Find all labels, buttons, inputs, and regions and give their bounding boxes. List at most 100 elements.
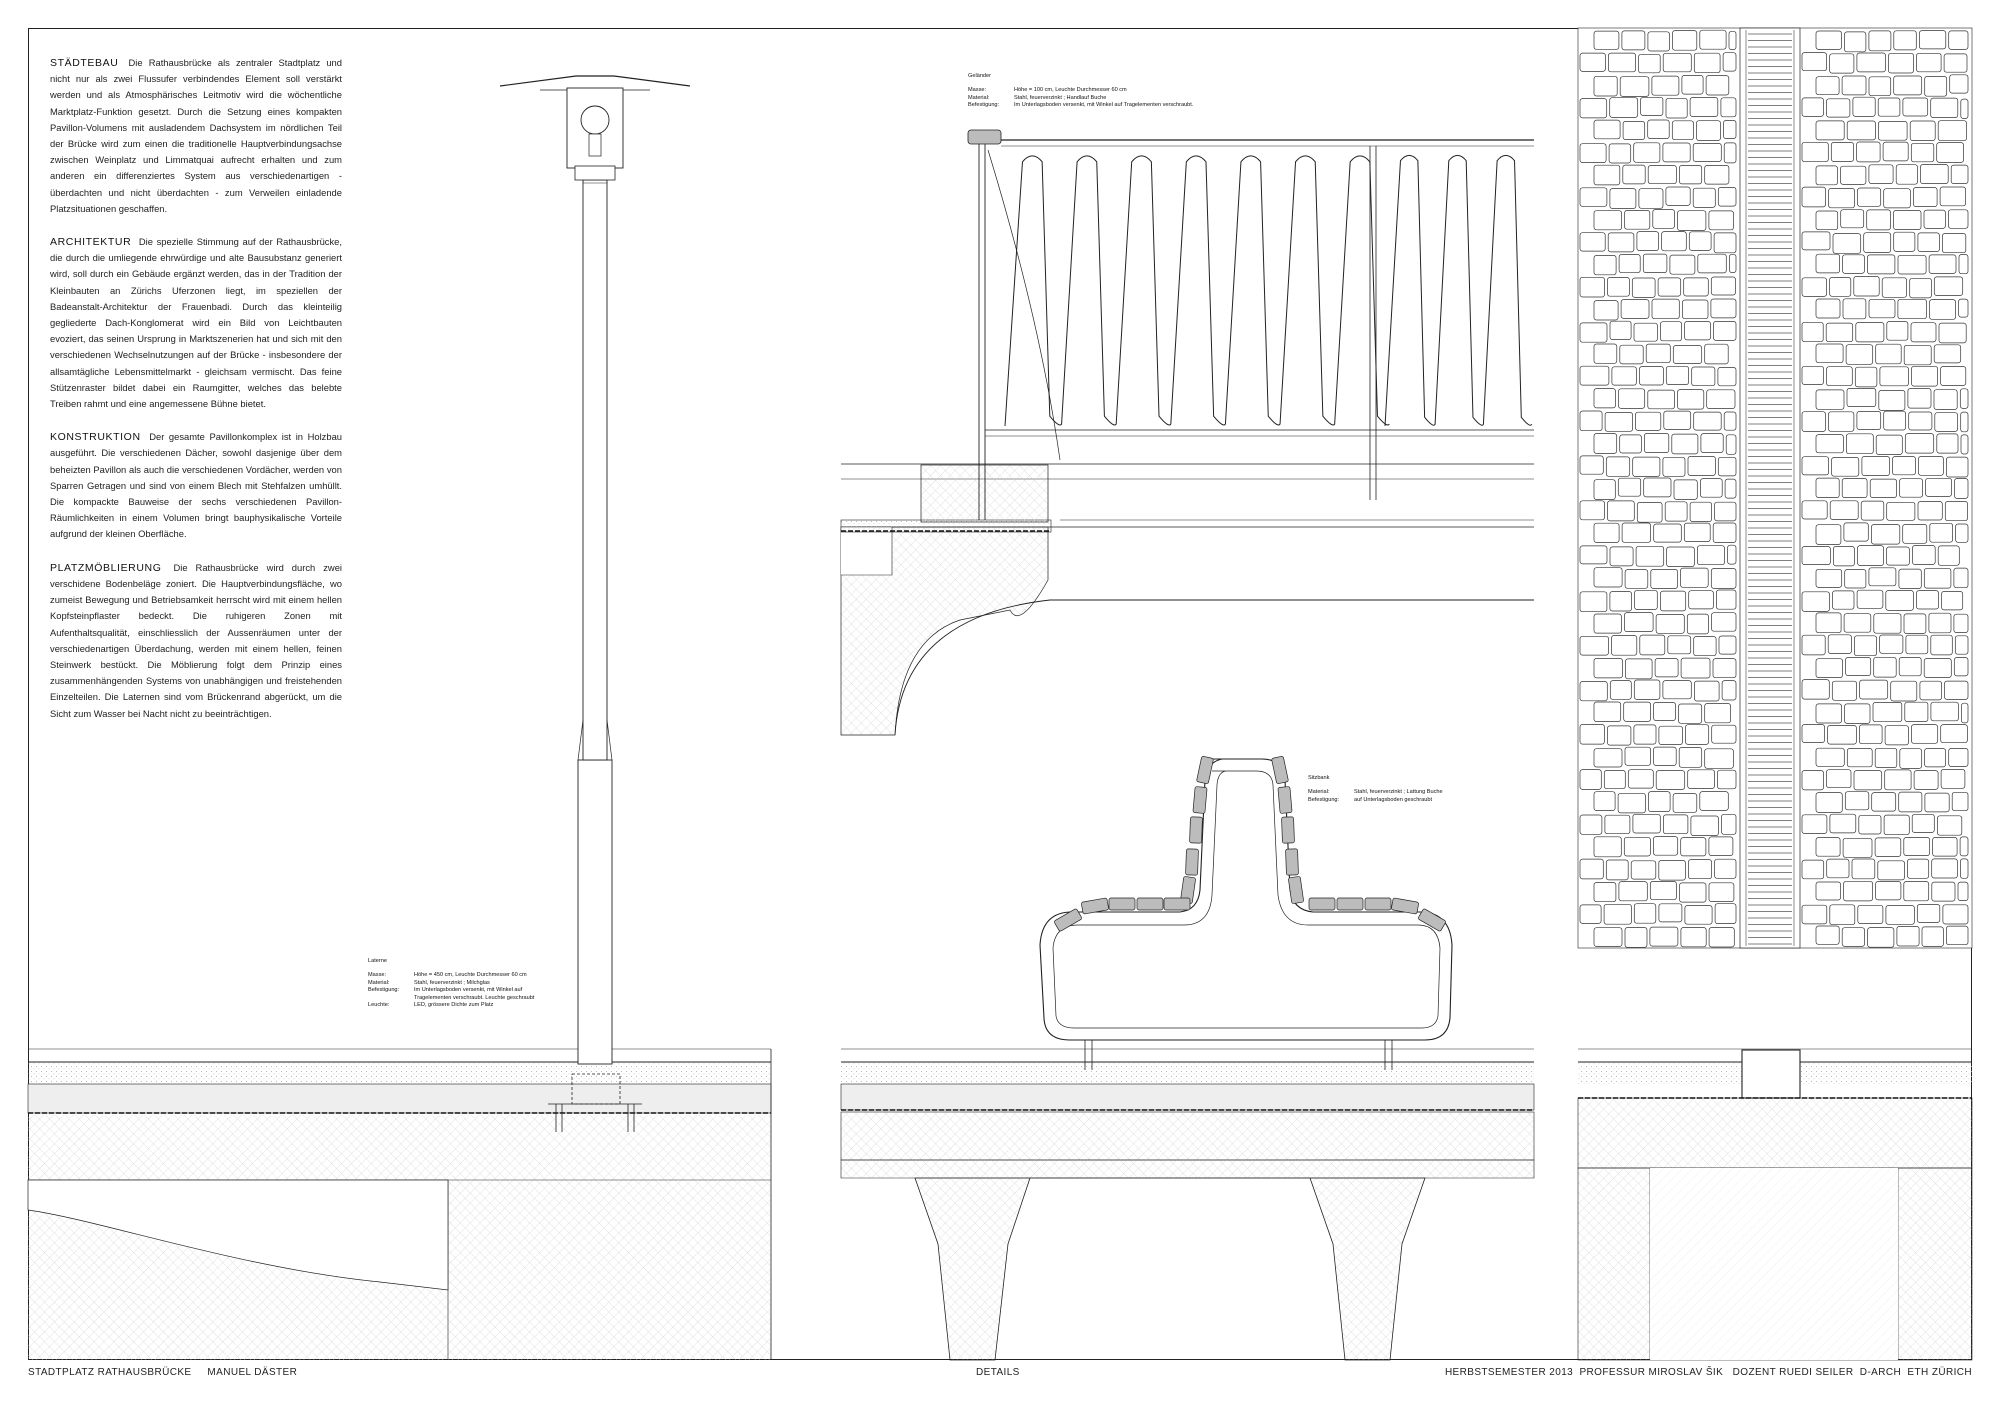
cobblestone: [1722, 52, 1737, 72]
cobblestone: [1605, 859, 1629, 881]
cobblestone: [1593, 791, 1616, 811]
cobblestone: [1693, 52, 1721, 74]
cobblestone: [1801, 97, 1824, 117]
cobblestone: [1856, 411, 1882, 430]
cobblestone: [1846, 388, 1877, 407]
cobblestone: [1801, 52, 1827, 72]
cobblestone: [1579, 410, 1603, 432]
cobblestone: [1666, 546, 1695, 567]
cobblestone: [1930, 701, 1959, 722]
cobblestone: [1609, 97, 1639, 118]
bench-slat: [1288, 876, 1304, 904]
cobblestone: [1897, 298, 1927, 320]
essay-text-column: STÄDTEBAU Die Rathausbrücke als zentrale…: [50, 55, 342, 739]
cobblestone: [1639, 366, 1664, 386]
cobblestone: [1708, 836, 1734, 856]
essay-section-konstruktion: KONSTRUKTION Der gesamte Pavillonkomplex…: [50, 429, 342, 542]
cobblestone: [1623, 836, 1651, 857]
cobblestone: [1854, 366, 1878, 388]
cobblestone: [1638, 53, 1661, 74]
bench-slat: [1081, 897, 1109, 915]
cobblestone: [1932, 837, 1958, 857]
cobblestone: [1660, 321, 1682, 342]
spec-row: Material:Stahl, feuerverzinkt ; Lattung …: [1308, 789, 1443, 796]
cobblestone: [1593, 882, 1617, 903]
bench-slat: [1364, 897, 1392, 911]
essay-section-architektur: ARCHITEKTUR Die spezielle Stimmung auf d…: [50, 234, 342, 412]
cobblestone: [1712, 522, 1737, 543]
cobblestone: [1725, 434, 1737, 455]
cobblestone: [1931, 881, 1956, 902]
lamp-pole-base: [577, 759, 613, 1065]
cobblestone: [1909, 120, 1936, 141]
cobblestone: [1627, 769, 1654, 789]
cobblestone: [1815, 658, 1843, 678]
cobblestone: [1671, 433, 1699, 455]
cobblestone: [1593, 75, 1618, 97]
cobblestone: [1579, 635, 1609, 656]
cobblestone: [1868, 76, 1892, 97]
bench-slat: [1136, 897, 1164, 911]
paving-plan: [1577, 27, 1973, 949]
cobblestone: [1677, 210, 1707, 231]
cobblestone: [1815, 30, 1842, 50]
cobblestone: [1903, 881, 1930, 902]
cobblestone: [1609, 320, 1632, 340]
cobblestone: [1937, 815, 1963, 836]
cobblestone: [1853, 276, 1880, 297]
cobblestone: [1688, 859, 1712, 880]
cobblestone: [1624, 569, 1649, 589]
cobblestone: [1609, 680, 1632, 700]
cobblestone: [1684, 905, 1713, 925]
cobblestone: [1579, 591, 1608, 613]
cobblestone: [1920, 164, 1949, 184]
cobblestone: [1857, 545, 1884, 566]
cobblestone: [1700, 433, 1724, 453]
cobblestone: [1940, 366, 1967, 386]
cobblestone: [1828, 188, 1855, 209]
cobblestone: [1917, 232, 1940, 252]
cobblestone: [1721, 813, 1737, 835]
cobblestone: [1619, 434, 1642, 454]
cobblestone: [1717, 367, 1737, 387]
cobblestone: [1892, 456, 1916, 476]
cobblestone: [1653, 746, 1677, 766]
cobblestone: [1647, 119, 1670, 139]
cobblestone: [1593, 522, 1620, 543]
cobblestone: [1708, 210, 1734, 231]
cobblestone: [1579, 724, 1605, 745]
cobblestone: [1842, 298, 1867, 320]
essay-heading: KONSTRUKTION: [50, 431, 141, 444]
cobblestone: [1714, 903, 1737, 924]
cobblestone: [1714, 501, 1737, 522]
cobblestone: [1893, 75, 1923, 96]
cobblestone: [1593, 210, 1622, 231]
cobblestone: [1603, 770, 1626, 790]
bench-slat: [1308, 897, 1336, 911]
cobblestone: [1873, 613, 1902, 634]
cobblestone: [1801, 859, 1825, 880]
cobblestone: [1851, 858, 1876, 880]
cobblestone: [1579, 187, 1608, 207]
cobblestone: [1961, 702, 1969, 724]
cobblestone: [1943, 53, 1968, 73]
cobblestone: [1579, 52, 1606, 72]
cobblestone: [1631, 277, 1656, 298]
cobblestone: [1949, 74, 1969, 94]
cobblestone: [1721, 680, 1737, 701]
cobblestone: [1639, 634, 1666, 656]
cobblestone: [1669, 254, 1696, 275]
cobblestone: [1607, 277, 1630, 297]
cobblestone: [1953, 657, 1969, 677]
cobblestone: [1815, 434, 1844, 454]
cobblestone: [1593, 748, 1623, 768]
cobblestone: [1593, 567, 1623, 588]
cobblestone: [1942, 904, 1969, 925]
bench-slat: [1163, 897, 1191, 911]
cobblestone: [1619, 344, 1644, 365]
cobblestone: [1801, 411, 1826, 432]
cobblestone: [1660, 590, 1687, 612]
cobblestone: [1883, 814, 1910, 836]
lamp-hood: [499, 75, 691, 87]
cobblestone: [1893, 30, 1917, 51]
